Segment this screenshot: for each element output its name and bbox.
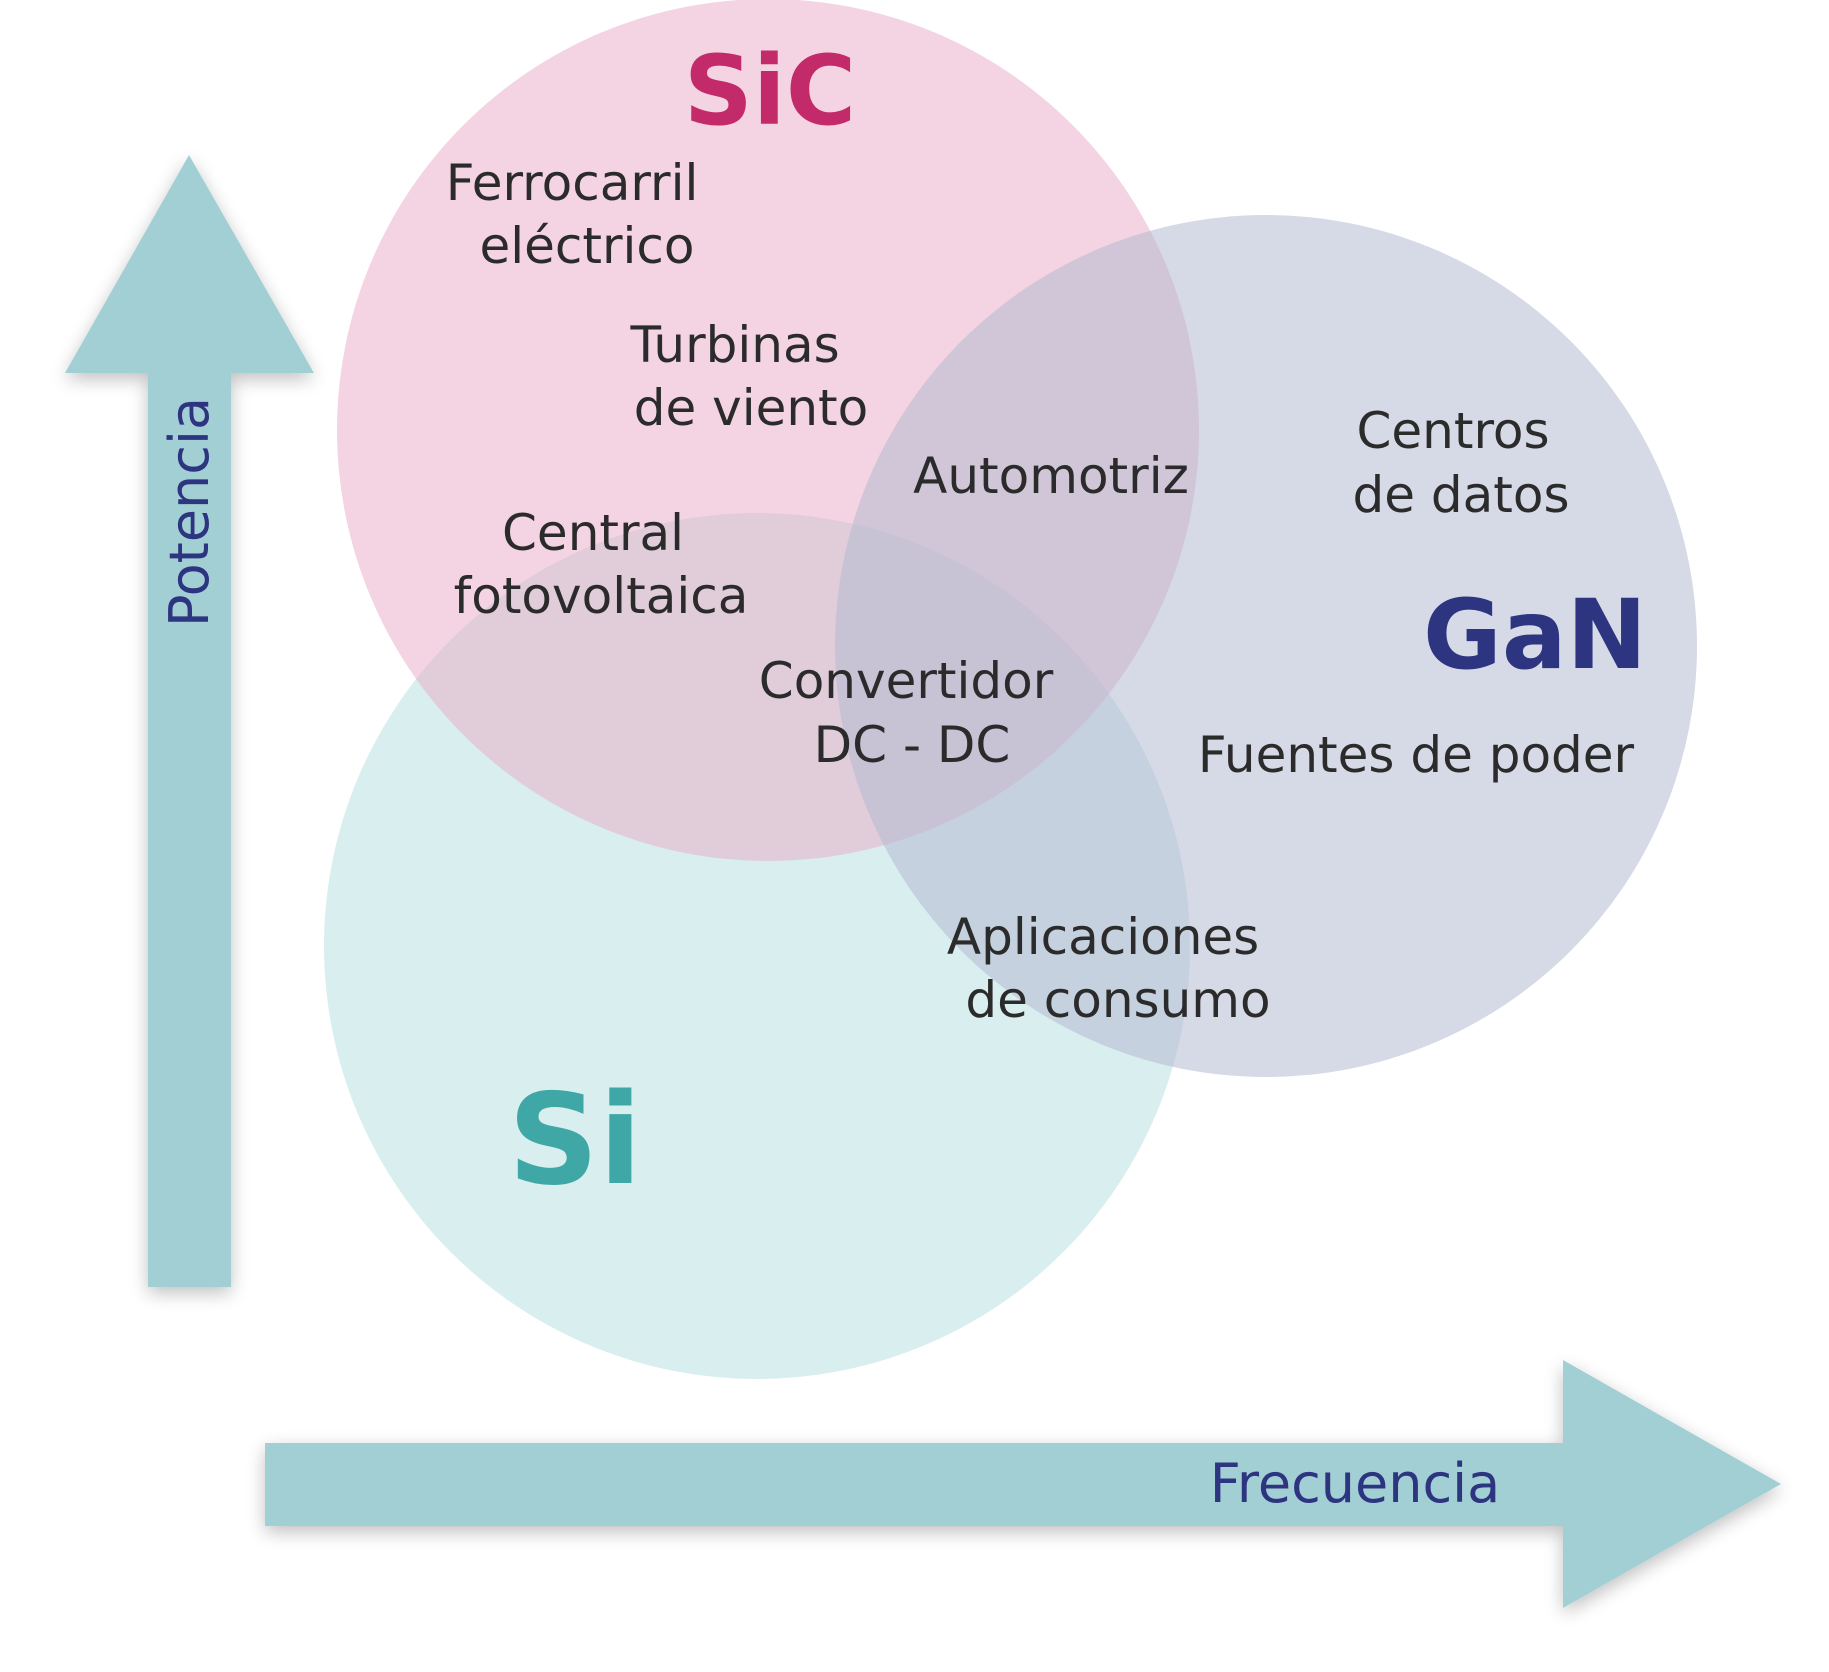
axis-label-frecuencia: Frecuencia (1210, 1452, 1501, 1515)
frecuencia-arrow (265, 1360, 1781, 1608)
axis-label-potencia: Potencia (158, 397, 221, 627)
material-label-gan: GaN (1423, 579, 1647, 691)
app-centros: Centros de datos (1352, 402, 1569, 524)
app-automotriz: Automotriz (913, 447, 1189, 505)
potencia-arrow (65, 155, 314, 1287)
gan-circle (835, 215, 1697, 1077)
app-central: Central fotovoltaica (454, 504, 749, 625)
app-convertidor: Convertidor DC - DC (759, 652, 1069, 774)
app-ferrocarril: Ferrocarril eléctrico (446, 154, 715, 275)
material-label-sic: SiC (684, 35, 857, 147)
app-turbinas: Turbinas de viento (629, 316, 868, 437)
material-label-si: Si (508, 1066, 642, 1213)
app-aplicaciones: Aplicaciones de consumo (947, 908, 1275, 1029)
app-fuentes: Fuentes de poder (1198, 726, 1635, 784)
